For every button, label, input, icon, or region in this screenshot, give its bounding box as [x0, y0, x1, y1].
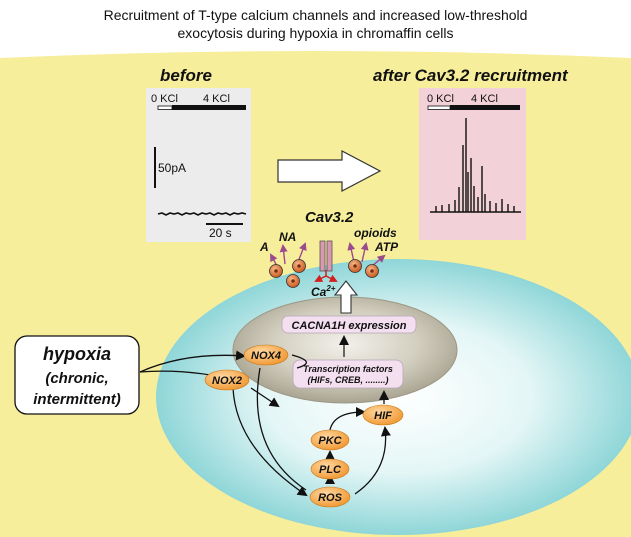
after-kcl-on-label: 4 KCl [471, 93, 498, 105]
calcium-symbol: Ca [311, 285, 327, 299]
before-kcl-on-bar [172, 105, 246, 110]
vesicle-group [269, 259, 379, 288]
calcium-label: Ca2+ [311, 284, 336, 299]
before-kcl-off-bar [157, 105, 173, 110]
hif-label: HIF [374, 410, 392, 422]
pkc-label: PKC [318, 435, 342, 447]
transcription-factors-examples: (HIFs, CREB, ........) [307, 375, 388, 385]
ros-node: ROS [309, 486, 351, 508]
after-kcl-off-label: 0 KCl [427, 93, 454, 105]
nox4-label: NOX4 [251, 350, 281, 362]
cacna1h-expression-box [281, 315, 417, 334]
vesicle-cores [274, 264, 374, 283]
calcium-charge: 2+ [325, 284, 335, 293]
before-recording-panel [146, 88, 251, 242]
before-trace [157, 212, 247, 216]
nox4-node: NOX4 [243, 344, 289, 366]
after-heading: after Cav3.2 recruitment [373, 66, 569, 85]
after-kcl-off-bar [427, 105, 451, 110]
before-time-scale-label: 20 s [209, 226, 232, 240]
opioids-label: opioids [354, 226, 397, 240]
hypoxia-stimulus-box [14, 335, 140, 415]
atp-label: ATP [374, 240, 399, 254]
transition-arrow [277, 150, 382, 192]
cav32-channel-icon [314, 240, 338, 282]
transcription-factors-box [292, 359, 404, 389]
cacna1h-expression-label: CACNA1H expression [292, 320, 407, 332]
ros-label: ROS [318, 492, 343, 504]
expression-to-membrane-arrow [333, 280, 359, 314]
release-arrows [270, 242, 386, 269]
after-trace-spikes [435, 118, 515, 212]
figure-title: Recruitment of T-type calcium channels a… [0, 6, 631, 42]
cav32-label: Cav3.2 [305, 209, 354, 226]
after-recording-panel [419, 88, 526, 240]
plc-node: PLC [310, 458, 350, 480]
nox2-label: NOX2 [212, 375, 242, 387]
pathway-arrows [139, 350, 391, 497]
nox2-node: NOX2 [204, 369, 250, 391]
pkc-node: PKC [310, 429, 350, 451]
hypoxia-label: hypoxia [43, 344, 111, 364]
a-label: A [259, 240, 269, 254]
before-current-scale-label: 50pA [158, 161, 186, 175]
hif-node: HIF [362, 404, 404, 426]
na-label: NA [279, 230, 296, 244]
after-kcl-on-bar [450, 105, 520, 110]
title-line-1: Recruitment of T-type calcium channels a… [103, 7, 528, 23]
transcription-factors-label: Transcription factors [303, 364, 393, 374]
before-kcl-on-label: 4 KCl [203, 93, 230, 105]
before-kcl-off-label: 0 KCl [151, 93, 178, 105]
hypoxia-type-label-2: intermittent) [33, 391, 121, 408]
before-heading: before [160, 66, 212, 85]
title-line-2: exocytosis during hypoxia in chromaffin … [177, 25, 454, 41]
plc-label: PLC [319, 464, 342, 476]
hypoxia-type-label-1: (chronic, [45, 370, 108, 387]
